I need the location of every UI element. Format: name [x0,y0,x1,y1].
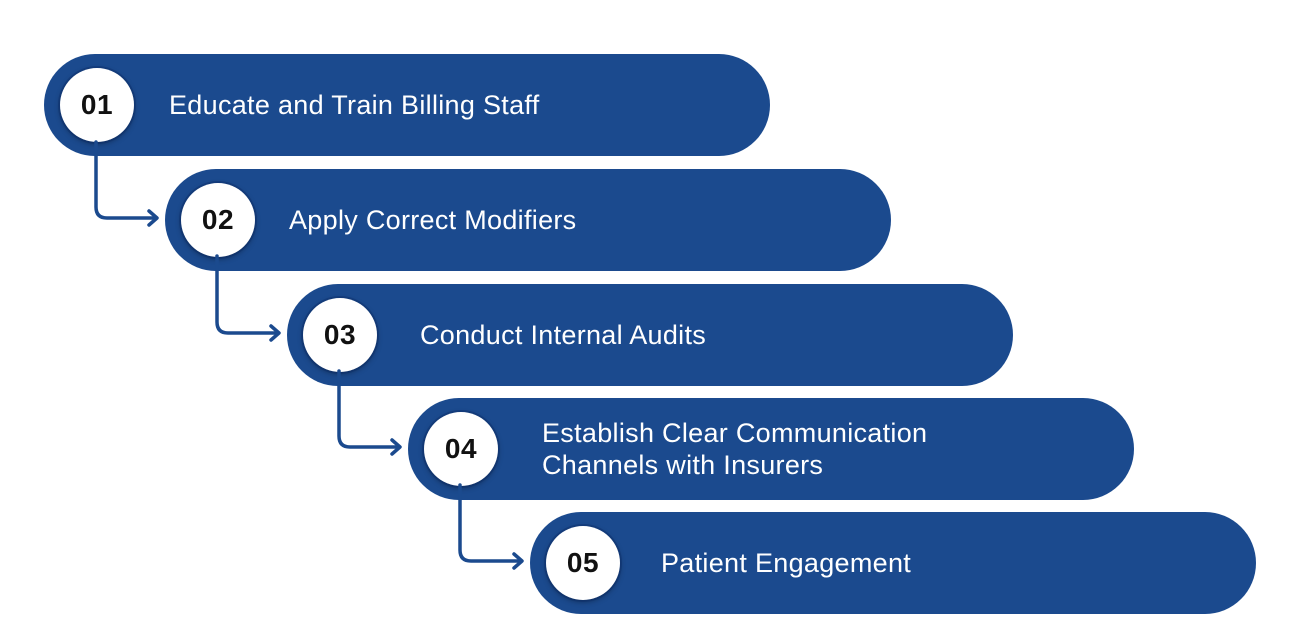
connector-arrowhead-2 [147,209,159,227]
step-number-4: 04 [444,433,478,464]
step-number-badge-5: 05 [546,526,620,600]
step-label-5: Patient Engagement [661,548,912,578]
connector-arrowhead-4 [390,438,402,456]
step-pill-3: 03 Conduct Internal Audits [287,284,1013,386]
step-number-badge-2: 02 [181,183,255,257]
connector-arrowhead-5 [512,552,524,570]
step-number-badge-4: 04 [424,412,498,486]
step-label-1: Educate and Train Billing Staff [169,90,540,120]
step-pill-5: 05 Patient Engagement [530,512,1256,614]
step-label-4: Establish Clear Communication Channels w… [542,418,928,480]
step-number-1: 01 [80,89,114,120]
step-pill-4: 04 Establish Clear Communication Channel… [408,398,1134,500]
step-pill-2: 02 Apply Correct Modifiers [165,169,891,271]
step-number-badge-3: 03 [303,298,377,372]
step-pill-1: 01 Educate and Train Billing Staff [44,54,770,156]
step-label-2: Apply Correct Modifiers [289,205,577,235]
step-number-2: 02 [201,204,235,235]
step-number-3: 03 [323,319,357,350]
step-label-3: Conduct Internal Audits [420,320,707,350]
step-number-badge-1: 01 [60,68,134,142]
step-number-5: 05 [566,547,600,578]
connector-arrowhead-3 [269,324,281,342]
